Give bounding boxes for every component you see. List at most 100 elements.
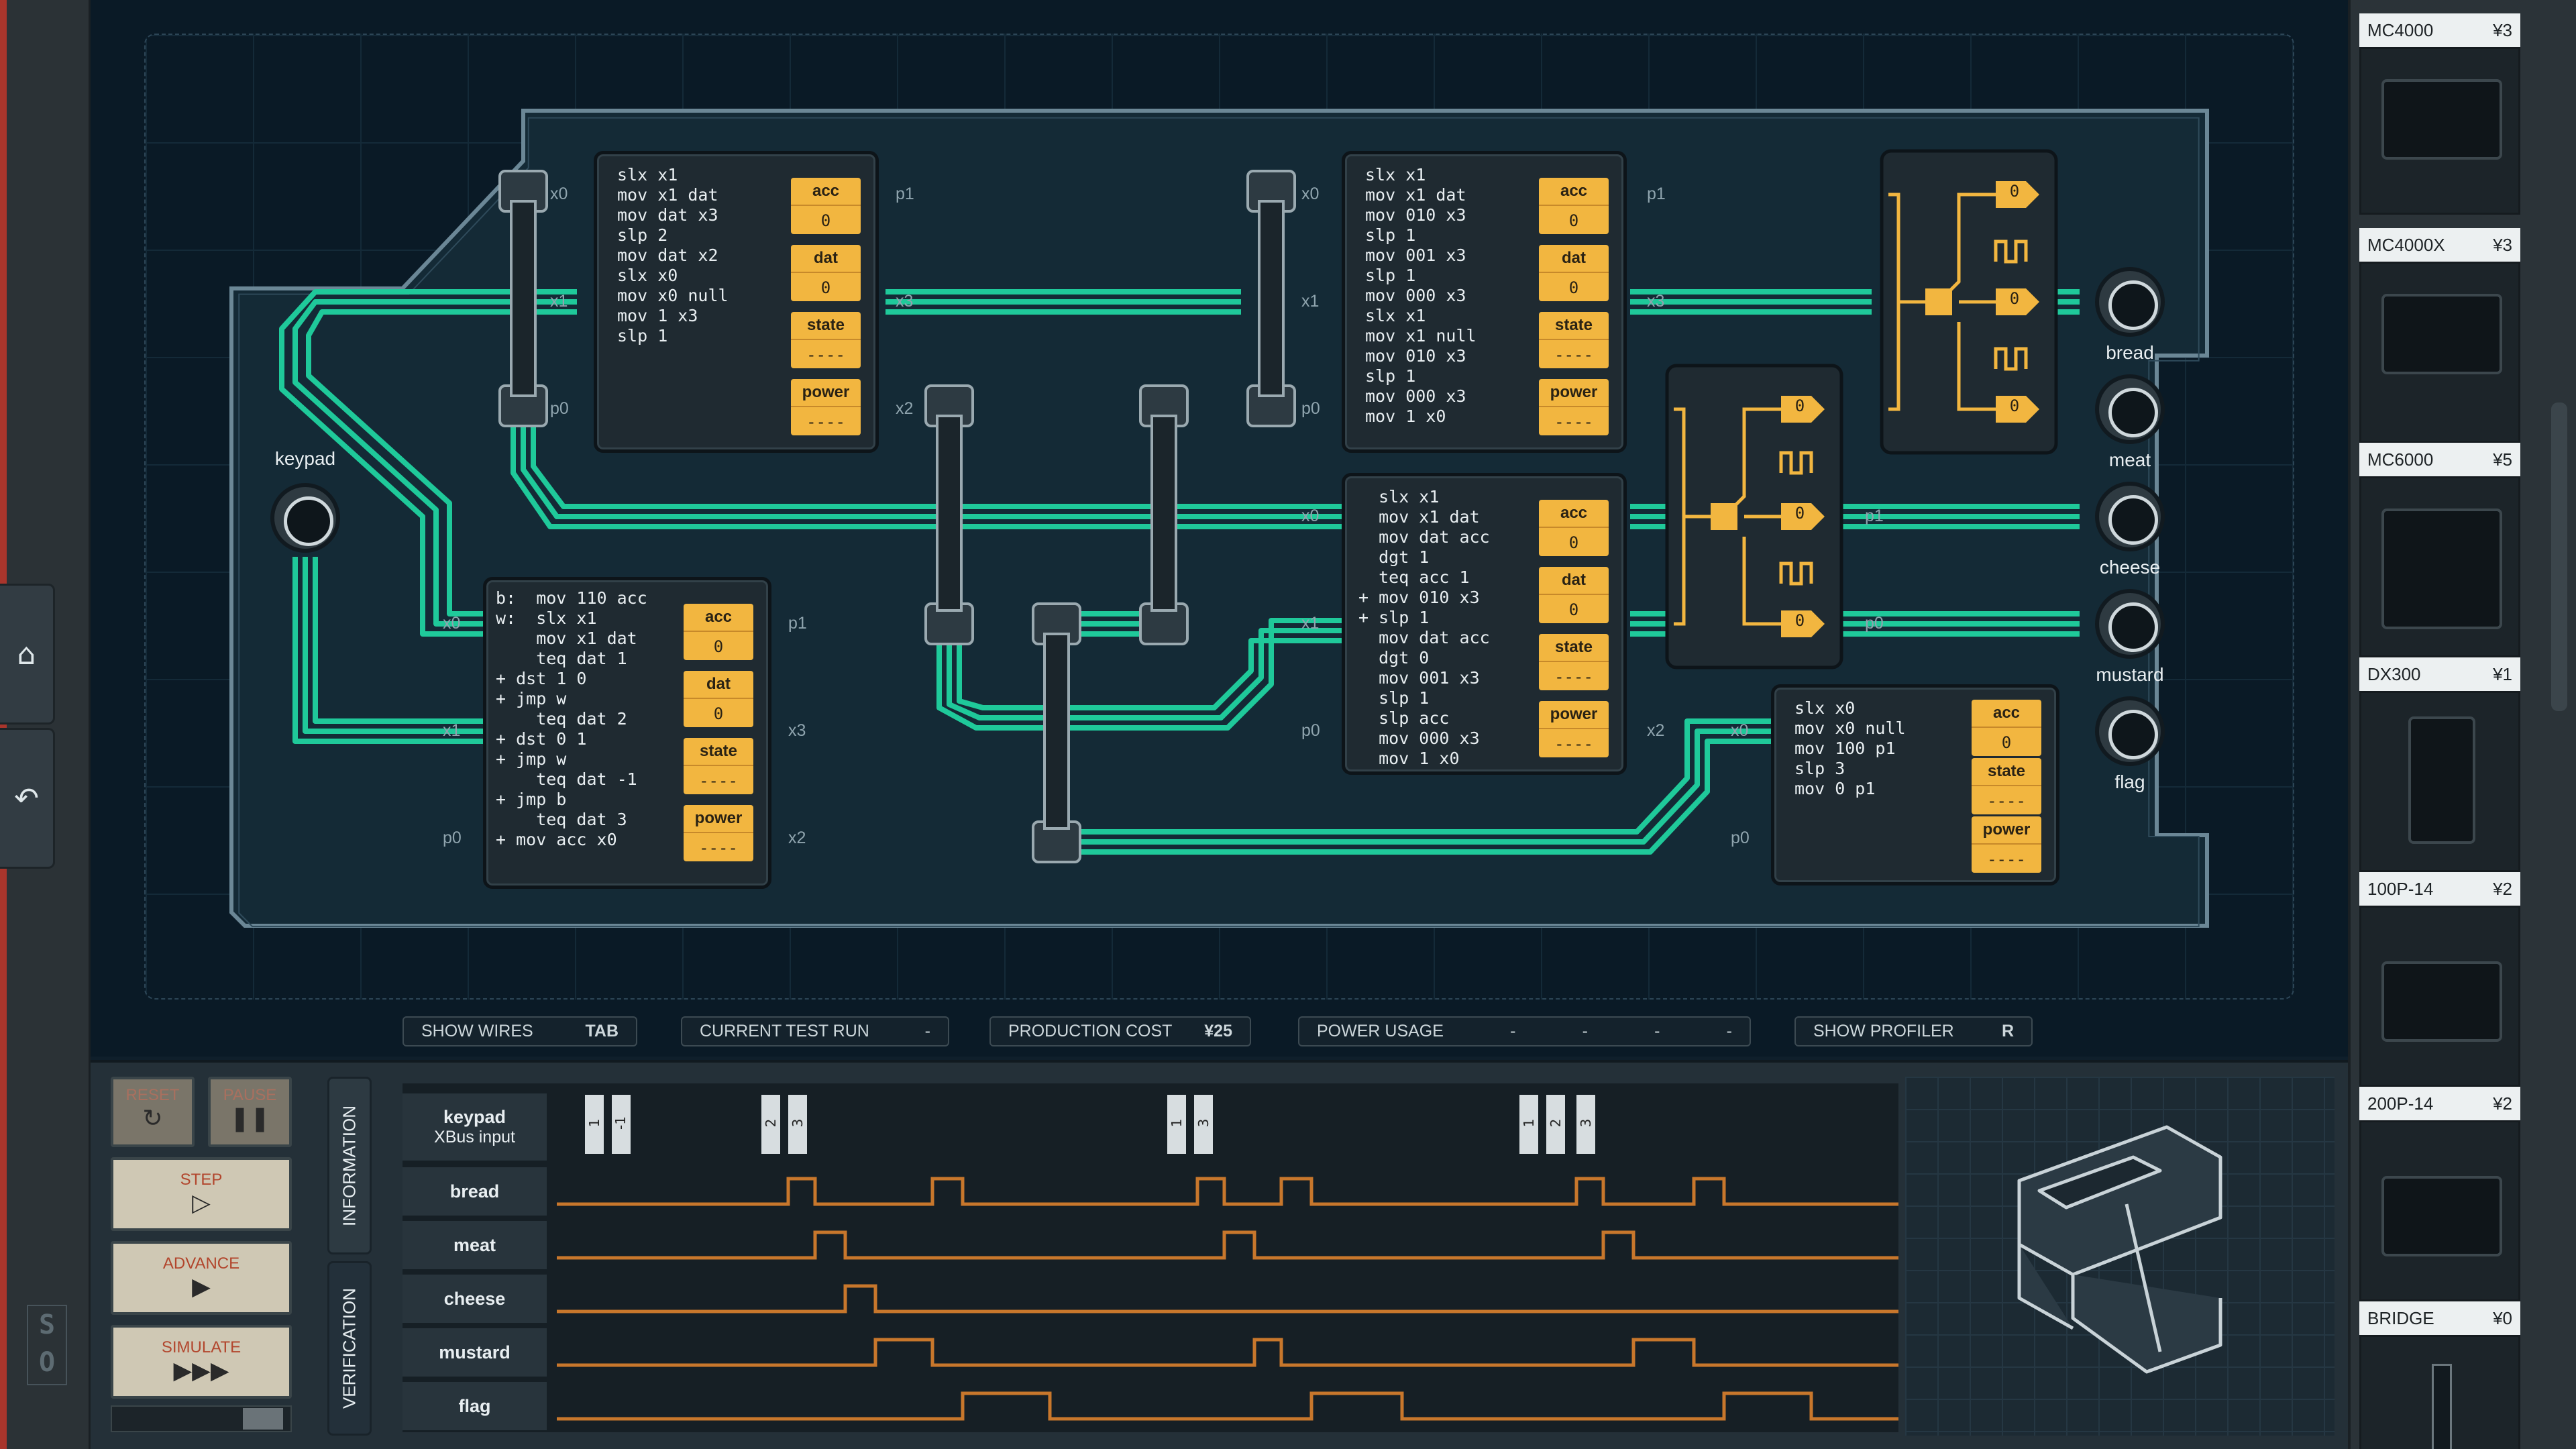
play-icon: ▷ [192, 1189, 211, 1216]
dx-value: 0 [2009, 396, 2020, 415]
row-label-text: bread [449, 1181, 500, 1201]
chip-thumbnail [2381, 294, 2502, 374]
keypad-event-label: 3 [1195, 1118, 1212, 1128]
scrollbar-thumb[interactable] [2551, 402, 2567, 711]
chip-code[interactable]: slx x1 mov x1 dat mov 010 x3 slp 1 mov 0… [1365, 165, 1477, 426]
state-indicator: state---- [1539, 312, 1609, 368]
pin-label: x0 [1301, 506, 1320, 525]
simulate-button[interactable]: SIMULATE▶▶▶ [111, 1325, 292, 1399]
pin-label: x1 [550, 292, 568, 311]
dx-value: 0 [2009, 182, 2020, 201]
palette-item-mc6000[interactable]: MC6000 ¥5 [2359, 443, 2520, 657]
pin-label: x3 [896, 292, 914, 311]
keypad-terminal[interactable] [270, 483, 340, 553]
pin-label: p1 [1865, 506, 1884, 525]
chip-code[interactable]: slx x0 mov x0 null mov 100 p1 slp 3 mov … [1794, 698, 1906, 798]
pin-label: x1 [1301, 614, 1320, 633]
palette-price: ¥2 [2493, 878, 2512, 899]
step-button[interactable]: STEP▷ [111, 1157, 292, 1231]
key-hint: TAB [585, 1022, 619, 1040]
undo-icon: ↶ [14, 781, 39, 816]
row-label-bread: bread [402, 1167, 547, 1216]
bread-terminal[interactable] [2095, 267, 2165, 337]
palette-item-mc4000[interactable]: MC4000¥3 [2359, 13, 2520, 215]
cheese-terminal[interactable] [2095, 482, 2165, 551]
tab-information[interactable]: INFORMATION [327, 1077, 372, 1254]
mustard-terminal[interactable] [2095, 589, 2165, 659]
state-indicator: state---- [684, 738, 753, 794]
tab-verification[interactable]: VERIFICATION [327, 1261, 372, 1436]
advance-button[interactable]: ADVANCE▶ [111, 1241, 292, 1315]
speed-slider[interactable] [111, 1405, 292, 1432]
palette-item-100p-14[interactable]: 100P-14 ¥2 [2359, 872, 2520, 1087]
back-button[interactable]: ↶ [0, 728, 55, 869]
mc6000-chip[interactable]: b: mov 110 acc w: slx x1 mov x1 dat teq … [483, 577, 771, 889]
flag-terminal[interactable] [2095, 696, 2165, 766]
row-label-sub: XBus input [434, 1128, 515, 1146]
palette-item-dx300[interactable]: DX300¥1 [2359, 657, 2520, 872]
palette-item-mc4000x[interactable]: MC4000X ¥3 [2359, 228, 2520, 443]
chip-thumbnail [2381, 79, 2502, 160]
reset-icon: ↻ [142, 1104, 163, 1132]
mc6000-chip[interactable]: slx x1 mov x1 dat mov 010 x3 slp 1 mov 0… [1342, 151, 1627, 453]
keypad-event-label: 2 [763, 1118, 779, 1128]
mc4000-chip[interactable]: slx x0 mov x0 null mov 100 p1 slp 3 mov … [1771, 684, 2059, 885]
speed-slider-handle[interactable] [243, 1408, 283, 1430]
flag-label: flag [2114, 771, 2145, 792]
pin-label: x0 [1731, 721, 1749, 740]
pin-label: x3 [1647, 292, 1665, 311]
palette-name: MC4000 [2367, 19, 2434, 40]
palette-name: DX300 [2367, 663, 2421, 684]
mc6000-chip[interactable]: slx x1 mov x1 dat mov dat x3 slp 2 mov d… [594, 151, 879, 453]
palette-price: ¥5 [2493, 449, 2512, 470]
current-test-value: - [924, 1022, 930, 1040]
pin-label: p1 [1647, 184, 1666, 203]
meat-label: meat [2108, 449, 2151, 470]
keypad-event-label: 2 [1548, 1118, 1564, 1128]
pin-label: x2 [896, 399, 914, 418]
palette-name: 100P-14 [2367, 878, 2434, 899]
chip-thumbnail [2381, 1176, 2502, 1256]
palette-name: 200P-14 [2367, 1093, 2434, 1114]
meat-terminal[interactable] [2095, 374, 2165, 444]
simulate-label: SIMULATE [161, 1338, 241, 1356]
power-indicator: power---- [791, 379, 861, 435]
palette-item-bridge[interactable]: BRIDGE¥0 [2359, 1301, 2520, 1449]
palette-price: ¥3 [2493, 234, 2512, 255]
power-indicator: power---- [1539, 379, 1609, 435]
chip-code[interactable]: slx x1 mov x1 dat mov dat x3 slp 2 mov d… [617, 165, 729, 345]
bridge-thumbnail [2432, 1364, 2452, 1449]
reset-button[interactable]: RESET↻ [111, 1077, 195, 1147]
chip-code[interactable]: b: mov 110 acc w: slx x1 mov x1 dat teq … [496, 588, 647, 849]
pin-label: p0 [1301, 721, 1320, 740]
keypad-event-label: 1 [1169, 1118, 1185, 1128]
keypad-event-label: 1 [586, 1118, 602, 1128]
pause-label: PAUSE [223, 1086, 277, 1104]
pause-button[interactable]: PAUSE❚❚ [208, 1077, 292, 1147]
palette-item-200p-14[interactable]: 200P-14¥2 [2359, 1087, 2520, 1301]
chip-code[interactable]: slx x1 mov x1 dat mov dat acc dgt 1 teq … [1358, 487, 1490, 768]
palette-name: MC6000 [2367, 449, 2434, 470]
palette-name: MC4000X [2367, 234, 2445, 255]
mc6000-chip[interactable]: slx x1 mov x1 dat mov dat acc dgt 1 teq … [1342, 473, 1627, 775]
state-indicator: state---- [1972, 758, 2041, 814]
chip-thumbnail [2381, 508, 2502, 629]
power-indicator: power---- [684, 805, 753, 861]
pin-label: x3 [788, 721, 806, 740]
pin-label: p0 [443, 828, 462, 847]
timing-waveforms [557, 1095, 1898, 1421]
pin-label: p0 [550, 399, 569, 418]
pause-icon: ❚❚ [229, 1104, 270, 1132]
power-value: - [1510, 1022, 1516, 1040]
advance-icon: ▶ [192, 1273, 211, 1300]
home-button[interactable]: ⌂ [0, 584, 55, 724]
palette-scrollbar[interactable] [2546, 0, 2573, 1449]
power-usage: POWER USAGE - - - - [1298, 1016, 1751, 1046]
